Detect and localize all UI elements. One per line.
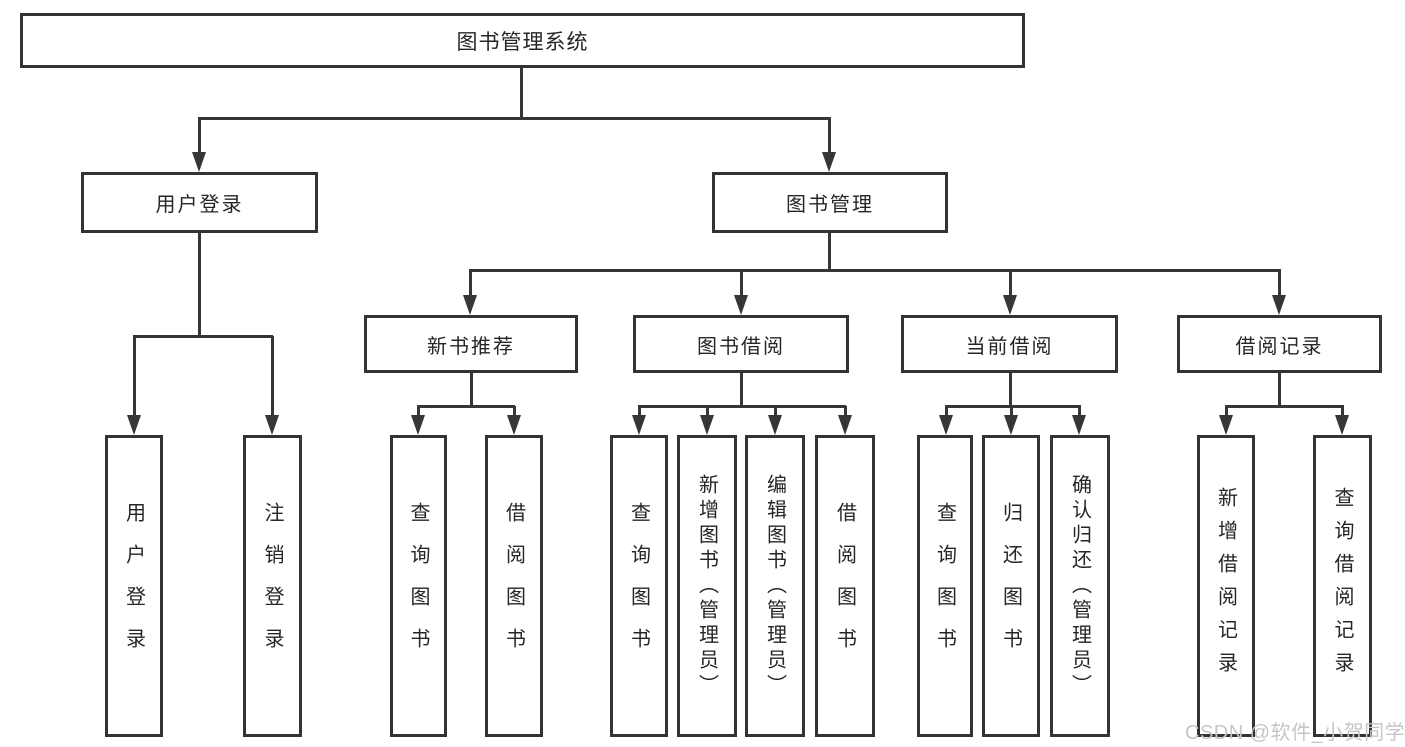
- connector-line: [740, 270, 743, 300]
- node-current-borrow: 当前借阅: [901, 315, 1118, 373]
- connector-line: [198, 117, 831, 120]
- connector-line: [638, 406, 641, 420]
- leaf-edit-book-admin: 编辑图书（管理员）: [745, 435, 805, 737]
- arrow-down-icon: [838, 415, 852, 435]
- arrow-down-icon: [1335, 415, 1349, 435]
- leaf-add-borrow-record: 新增借阅记录: [1197, 435, 1255, 737]
- leaf-return-book: 归还图书: [982, 435, 1040, 737]
- node-user-login-label: 用户登录: [155, 194, 244, 216]
- arrow-down-icon: [411, 415, 425, 435]
- arrow-down-icon: [700, 415, 714, 435]
- connector-line: [520, 68, 523, 118]
- connector-line: [828, 118, 831, 158]
- node-new-book-recommend: 新书推荐: [364, 315, 578, 373]
- arrow-down-icon: [768, 415, 782, 435]
- node-book-borrow: 图书借阅: [633, 315, 849, 373]
- arrow-down-icon: [1072, 415, 1086, 435]
- connector-line: [844, 406, 847, 420]
- leaf-user-login-label: 用户登录: [122, 502, 145, 670]
- arrow-down-icon: [822, 152, 836, 172]
- node-root-library-system: 图书管理系统: [20, 13, 1025, 68]
- leaf-add-book-admin: 新增图书（管理员）: [677, 435, 737, 737]
- connector-line: [828, 233, 831, 270]
- connector-line: [417, 406, 420, 420]
- connector-line: [133, 335, 273, 338]
- connector-line: [1278, 270, 1281, 300]
- leaf-query-books-recommend-label: 查询图书: [407, 502, 429, 670]
- leaf-confirm-return-admin-label: 确认归还（管理员）: [1068, 473, 1091, 699]
- leaf-borrow-books-borrow-label: 借阅图书: [833, 502, 856, 670]
- arrow-down-icon: [507, 415, 521, 435]
- node-user-login: 用户登录: [81, 172, 318, 233]
- connector-line: [417, 405, 515, 408]
- leaf-borrow-books-recommend-label: 借阅图书: [502, 502, 525, 670]
- connector-line: [1078, 406, 1081, 420]
- leaf-add-book-admin-label: 新增图书（管理员）: [695, 473, 718, 699]
- leaf-query-books-current: 查询图书: [917, 435, 973, 737]
- leaf-return-book-label: 归还图书: [999, 502, 1022, 670]
- arrow-down-icon: [1003, 295, 1017, 315]
- leaf-borrow-books-recommend: 借阅图书: [485, 435, 543, 737]
- leaf-query-books-borrow: 查询图书: [610, 435, 668, 737]
- leaf-add-borrow-record-label: 新增借阅记录: [1214, 487, 1237, 685]
- leaf-borrow-books-borrow: 借阅图书: [815, 435, 875, 737]
- arrow-down-icon: [734, 295, 748, 315]
- connector-line: [1225, 405, 1344, 408]
- connector-line: [1278, 373, 1281, 406]
- node-borrow-records-label: 借阅记录: [1235, 335, 1324, 358]
- leaf-query-books-recommend: 查询图书: [390, 435, 447, 737]
- connector-line: [198, 118, 201, 158]
- node-book-management-label: 图书管理: [786, 194, 874, 216]
- leaf-query-books-borrow-label: 查询图书: [627, 502, 650, 670]
- leaf-query-borrow-record: 查询借阅记录: [1313, 435, 1372, 737]
- connector-line: [1341, 406, 1344, 420]
- node-current-borrow-label: 当前借阅: [965, 335, 1054, 358]
- leaf-query-books-current-label: 查询图书: [933, 502, 956, 670]
- connector-line: [469, 269, 1281, 272]
- arrow-down-icon: [632, 415, 646, 435]
- node-borrow-records: 借阅记录: [1177, 315, 1382, 373]
- node-root-label: 图书管理系统: [456, 30, 589, 54]
- connector-line: [638, 405, 846, 408]
- connector-line: [774, 406, 777, 420]
- connector-line: [1009, 270, 1012, 300]
- leaf-logout: 注销登录: [243, 435, 302, 737]
- connector-line: [1010, 406, 1013, 420]
- leaf-edit-book-admin-label: 编辑图书（管理员）: [763, 473, 786, 699]
- connector-line: [198, 233, 201, 336]
- node-book-management: 图书管理: [712, 172, 948, 233]
- connector-line: [1225, 406, 1228, 420]
- connector-line: [706, 406, 709, 420]
- leaf-query-borrow-record-label: 查询借阅记录: [1331, 487, 1353, 685]
- connector-line: [945, 405, 1081, 408]
- arrow-down-icon: [192, 152, 206, 172]
- arrow-down-icon: [1219, 415, 1233, 435]
- connector-line: [271, 336, 274, 420]
- leaf-confirm-return-admin: 确认归还（管理员）: [1050, 435, 1110, 737]
- connector-line: [945, 406, 948, 420]
- leaf-logout-label: 注销登录: [261, 502, 283, 670]
- leaf-user-login: 用户登录: [105, 435, 163, 737]
- connector-line: [469, 270, 472, 300]
- connector-line: [1009, 373, 1012, 406]
- node-new-book-recommend-label: 新书推荐: [427, 335, 515, 358]
- arrow-down-icon: [939, 415, 953, 435]
- node-book-borrow-label: 图书借阅: [697, 335, 785, 358]
- connector-line: [513, 406, 516, 420]
- connector-line: [740, 373, 743, 406]
- arrow-down-icon: [1272, 295, 1286, 315]
- csdn-watermark: CSDN @软件_小贺同学: [1185, 722, 1405, 744]
- arrow-down-icon: [463, 295, 477, 315]
- arrow-down-icon: [1004, 415, 1018, 435]
- connector-line: [133, 336, 136, 420]
- arrow-down-icon: [127, 415, 141, 435]
- arrow-down-icon: [265, 415, 279, 435]
- connector-line: [470, 373, 473, 406]
